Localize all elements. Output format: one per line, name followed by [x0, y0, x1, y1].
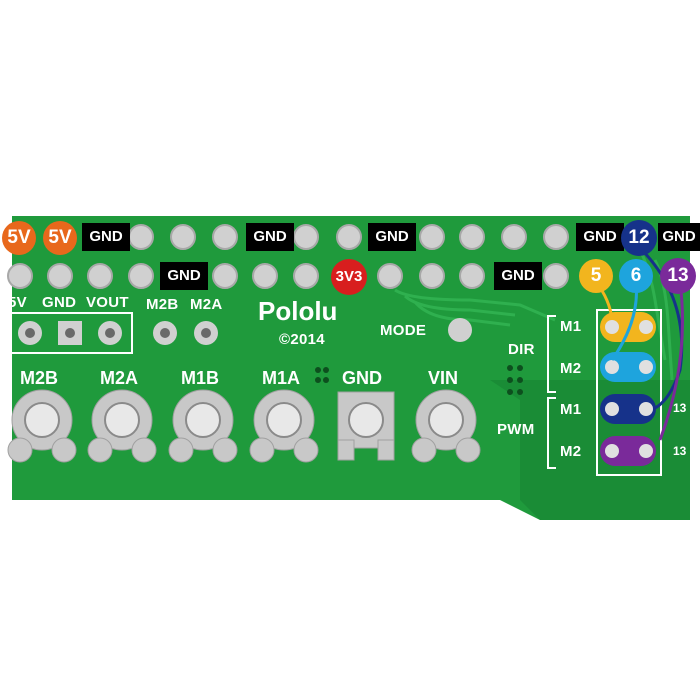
badge-5v-a: 5V	[2, 221, 36, 255]
silk-m1-dir: M1	[560, 318, 582, 335]
terminal-label-vin: VIN	[428, 368, 459, 388]
badge-3v3: 3V3	[331, 259, 367, 295]
silk-m2-dir: M2	[560, 360, 582, 377]
badge-5: 5	[579, 259, 613, 293]
terminal-label-m2a: M2A	[100, 368, 139, 388]
silk-pwm: PWM	[497, 421, 535, 438]
silk-5v: 5V	[8, 294, 27, 311]
gnd-tag-second-1: GND	[160, 262, 208, 290]
gnd-tag-top-4: GND	[576, 223, 624, 251]
badge-5v-b: 5V	[43, 221, 77, 255]
terminal-label-gnd: GND	[342, 368, 382, 388]
badge-6: 6	[619, 259, 653, 293]
silk-copyright: ©2014	[279, 331, 325, 348]
mode-pad	[448, 318, 472, 342]
badge-13: 13	[660, 258, 696, 294]
top-header-holes	[128, 224, 569, 250]
motor-terminal-pads	[7, 389, 481, 463]
terminal-label-m1a: M1A	[262, 368, 301, 388]
silk-m2b-small: M2B	[146, 296, 179, 313]
silk-pin-13-b: 13	[673, 444, 687, 458]
badge-12: 12	[621, 220, 657, 256]
silk-mode: MODE	[380, 322, 427, 339]
gnd-tag-top-2: GND	[246, 223, 294, 251]
small-header-outline	[9, 312, 133, 354]
vias	[315, 365, 523, 395]
gnd-tag-second-2: GND	[494, 262, 542, 290]
jumper-pads	[600, 312, 656, 466]
gnd-tag-top-5: GND	[658, 223, 700, 251]
motor-small-pins	[153, 321, 218, 345]
silk-pin-13-a: 13	[673, 401, 687, 415]
silk-m1-pwm: M1	[560, 401, 582, 418]
silk-m2a-small: M2A	[190, 296, 223, 313]
silk-vout: VOUT	[86, 294, 129, 311]
gnd-tag-top-3: GND	[368, 223, 416, 251]
motor-terminal-holes	[24, 402, 464, 438]
silk-m2-pwm: M2	[560, 443, 582, 460]
second-header-holes	[7, 263, 569, 289]
silk-brand: Pololu	[258, 296, 338, 326]
terminal-label-m2b: M2B	[20, 368, 59, 388]
small-header-pins	[18, 321, 122, 345]
terminal-label-m1b: M1B	[181, 368, 220, 388]
silk-gnd: GND	[42, 294, 77, 311]
gnd-tag-top-1: GND	[82, 223, 130, 251]
silk-dir: DIR	[508, 341, 535, 358]
dir-pwm-brackets	[547, 309, 662, 476]
